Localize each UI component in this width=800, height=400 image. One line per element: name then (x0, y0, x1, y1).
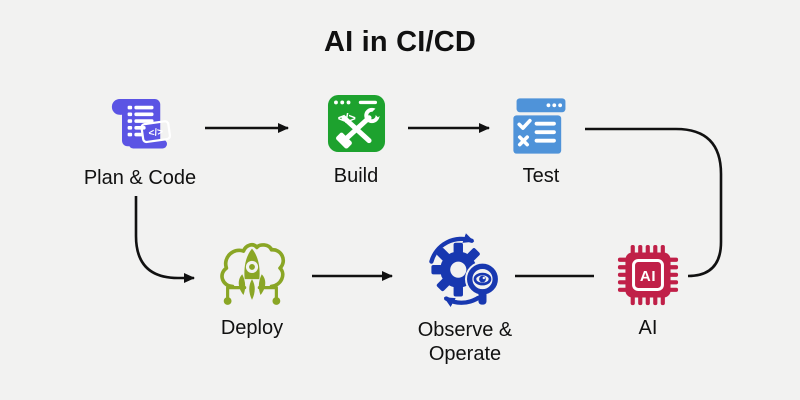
node-observe-operate: Observe & Operate (404, 228, 526, 366)
scroll-code-icon: </> (111, 99, 172, 149)
code-tag-glyph: </> (148, 127, 164, 140)
node-label-plan-code: Plan & Code (83, 167, 197, 189)
node-label-test: Test (522, 165, 560, 187)
node-build: </> Build (296, 87, 416, 188)
rocket-cloud-icon (220, 243, 285, 305)
ai-chip-icon: AI (617, 244, 679, 306)
diagram-title: AI in CI/CD (323, 26, 477, 58)
build-window-icon: </> (327, 94, 385, 153)
node-label-ai: AI (638, 317, 658, 339)
connector-test-ai (585, 127, 723, 278)
connector-plan-deploy (134, 196, 195, 283)
node-test: Test (481, 92, 601, 188)
node-ai: AI AI (588, 238, 708, 340)
node-label-observe-operate: Observe & Operate (417, 319, 513, 365)
node-label-build: Build (333, 165, 379, 187)
ai-chip-text: AI (640, 268, 656, 285)
node-label-deploy: Deploy (220, 317, 284, 339)
node-plan-code: </> Plan & Code (65, 90, 215, 190)
test-checklist-icon (513, 98, 566, 154)
gear-magnifier-icon (429, 233, 500, 307)
node-deploy: Deploy (192, 234, 312, 340)
